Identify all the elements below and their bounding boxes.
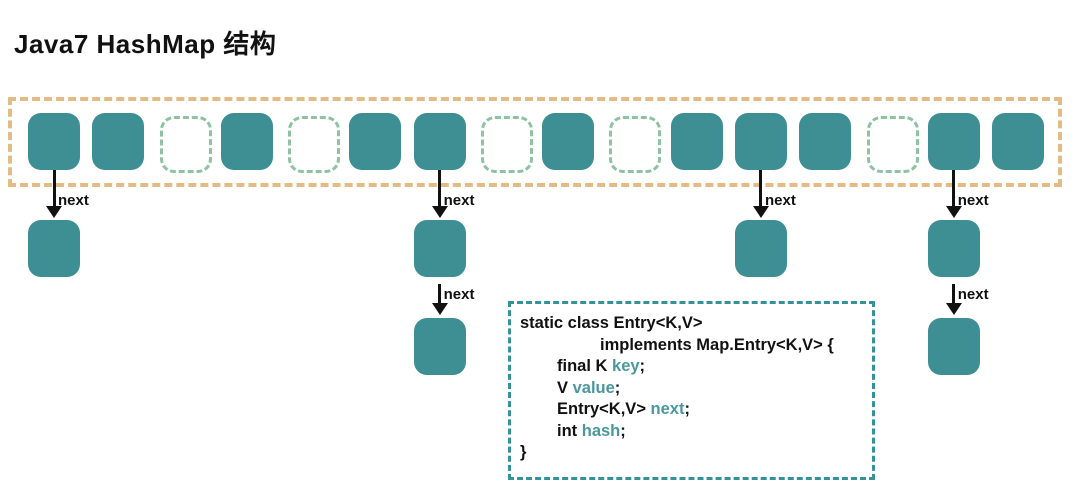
entry-node-b6-2 (413, 318, 466, 375)
next-arrow-b14-1-head (945, 206, 962, 218)
code-text: ; (684, 400, 690, 418)
hash-bucket-12 (799, 113, 852, 170)
hash-bucket-10 (670, 113, 723, 170)
hash-bucket-14 (927, 113, 980, 170)
code-text: Entry<K,V> (557, 400, 651, 418)
next-arrow-b11-1-head (752, 206, 769, 218)
hash-bucket-2-empty (159, 116, 212, 173)
hash-bucket-1 (92, 113, 145, 170)
code-text: implements Map.Entry<K,V> { (600, 335, 834, 354)
code-line-1: implements Map.Entry<K,V> { (520, 335, 866, 357)
next-arrow-b14-2-head (945, 303, 962, 315)
hash-bucket-6 (413, 113, 466, 170)
next-arrow-b0-1 (46, 170, 62, 218)
entry-class-code-box: static class Entry<K,V> implements Map.En… (508, 301, 875, 480)
next-arrow-b6-2-shaft (438, 284, 442, 303)
code-text: ; (614, 378, 621, 397)
code-keyword: hash (581, 421, 621, 440)
hash-bucket-8 (542, 113, 595, 170)
next-arrow-b14-1-shaft (952, 170, 956, 206)
next-arrow-b6-1-shaft (438, 170, 442, 206)
code-text: ; (639, 357, 646, 375)
diagram-title: Java7 HashMap 结构 (14, 29, 277, 59)
code-text: } (520, 443, 527, 461)
entry-node-b14-1 (927, 220, 980, 277)
hash-bucket-15 (992, 113, 1045, 170)
next-arrow-b0-1-label: next (58, 192, 89, 209)
entry-node-b0-1 (28, 220, 80, 277)
next-arrow-b6-1 (431, 170, 448, 218)
code-line-3: V value; (520, 378, 866, 400)
code-line-6: } (520, 442, 866, 464)
next-arrow-b11-1-label: next (764, 192, 796, 209)
bucket-array-container (8, 97, 1062, 187)
code-line-5: int hash; (520, 421, 866, 443)
next-arrow-b0-1-shaft (52, 170, 56, 206)
code-line-4: Entry<K,V> next; (520, 399, 866, 421)
hash-bucket-4-empty (288, 116, 341, 173)
code-text: static class Entry<K,V> (520, 314, 703, 332)
code-keyword: value (572, 378, 615, 397)
next-arrow-b11-1-shaft (759, 170, 763, 206)
next-arrow-b6-2 (431, 284, 448, 315)
next-arrow-b6-2-head (431, 303, 448, 315)
code-keyword: key (612, 357, 640, 375)
next-arrow-b14-2-shaft (952, 284, 956, 303)
hash-bucket-5 (349, 113, 402, 170)
entry-node-b6-1 (413, 220, 466, 277)
code-text: final K (557, 357, 613, 375)
next-arrow-b0-1-head (46, 206, 62, 218)
next-arrow-b14-2 (945, 284, 962, 315)
entry-node-b14-2 (927, 318, 980, 375)
code-text: V (557, 378, 573, 397)
hash-bucket-7-empty (480, 116, 533, 173)
code-line-2: final K key; (520, 356, 866, 378)
entry-node-b11-1 (734, 220, 787, 277)
next-arrow-b6-1-label: next (443, 192, 475, 209)
next-arrow-b14-2-label: next (957, 286, 989, 303)
code-keyword: next (650, 400, 685, 418)
next-arrow-b14-1 (945, 170, 962, 218)
next-arrow-b14-1-label: next (957, 192, 989, 209)
code-text: ; (620, 421, 626, 440)
hash-bucket-11 (734, 113, 787, 170)
hash-bucket-3 (220, 113, 273, 170)
next-arrow-b6-2-label: next (443, 286, 475, 303)
hash-bucket-9-empty (609, 116, 662, 173)
next-arrow-b6-1-head (431, 206, 448, 218)
next-arrow-b11-1 (752, 170, 769, 218)
hash-bucket-13-empty (866, 116, 919, 173)
code-text: int (557, 421, 582, 440)
hash-bucket-0 (28, 113, 80, 170)
code-line-0: static class Entry<K,V> (520, 313, 866, 335)
